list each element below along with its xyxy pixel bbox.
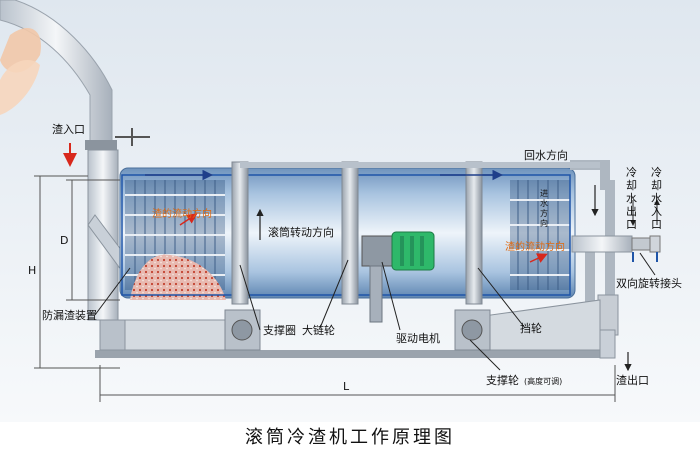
diagram-caption: 滚筒冷渣机工作原理图 xyxy=(245,427,455,448)
label-cooling-in-5: 口 xyxy=(651,218,662,231)
label-slag-flow-right: 渣的流动方向 xyxy=(505,240,565,253)
label-cooling-in: 冷 却 水 入 口 xyxy=(651,166,662,231)
label-slag-outlet: 渣出口 xyxy=(616,373,649,387)
label-anti-leak: 防漏渣装置 xyxy=(42,308,97,322)
label-dim-d: D xyxy=(60,234,68,247)
label-slag-flow-left: 渣的流动方向 xyxy=(152,207,212,220)
base-frame xyxy=(95,299,616,359)
right-inner-fins xyxy=(510,180,570,290)
label-support-wheel: 支撑轮 xyxy=(486,373,519,387)
label-return-water: 回水方向 xyxy=(524,148,568,162)
label-stop-wheel: 挡轮 xyxy=(520,321,542,335)
label-cooling-out-2: 却 xyxy=(626,179,637,192)
label-water-flow-3: 方 xyxy=(540,208,548,218)
flow-arrows xyxy=(63,143,660,372)
slag-inlet-pipe xyxy=(0,0,150,151)
label-cooling-out: 冷 却 水 出 口 xyxy=(626,166,637,231)
label-cooling-in-3: 水 xyxy=(651,192,662,205)
label-water-flow-1: 进 xyxy=(540,189,548,198)
drive-motor xyxy=(361,231,435,323)
label-water-flow: 进 水 方 向 xyxy=(540,189,548,228)
leader-lines xyxy=(94,252,656,371)
dimension-lines xyxy=(34,175,616,402)
label-drive-motor: 驱动电机 xyxy=(396,331,440,345)
label-water-flow-2: 水 xyxy=(540,198,548,208)
label-support-wheel-note: (高度可调) xyxy=(524,376,562,386)
label-cooling-in-2: 却 xyxy=(651,179,662,192)
support-ring-right xyxy=(465,161,483,305)
label-big-sprocket: 大链轮 xyxy=(302,323,335,337)
label-cooling-out-3: 水 xyxy=(626,192,637,205)
label-dim-l: L xyxy=(343,380,350,393)
label-drum-rotation: 滚筒转动方向 xyxy=(268,225,334,239)
label-dim-h: H xyxy=(28,264,36,277)
label-cooling-in-4: 入 xyxy=(651,205,662,218)
label-water-flow-4: 向 xyxy=(540,218,548,228)
label-cooling-out-1: 冷 xyxy=(626,166,637,179)
label-cooling-out-4: 出 xyxy=(626,204,637,218)
label-support-ring: 支撑圈 xyxy=(263,323,296,337)
label-rotary-joint: 双向旋转接头 xyxy=(616,276,682,290)
label-cooling-in-1: 冷 xyxy=(651,166,662,179)
label-slag-inlet: 渣入口 xyxy=(52,122,85,136)
return-pipe xyxy=(240,160,661,336)
water-circuit xyxy=(121,174,571,296)
slag-pile xyxy=(130,254,226,300)
label-cooling-out-5: 口 xyxy=(626,218,637,231)
sprocket-ring xyxy=(341,161,359,305)
